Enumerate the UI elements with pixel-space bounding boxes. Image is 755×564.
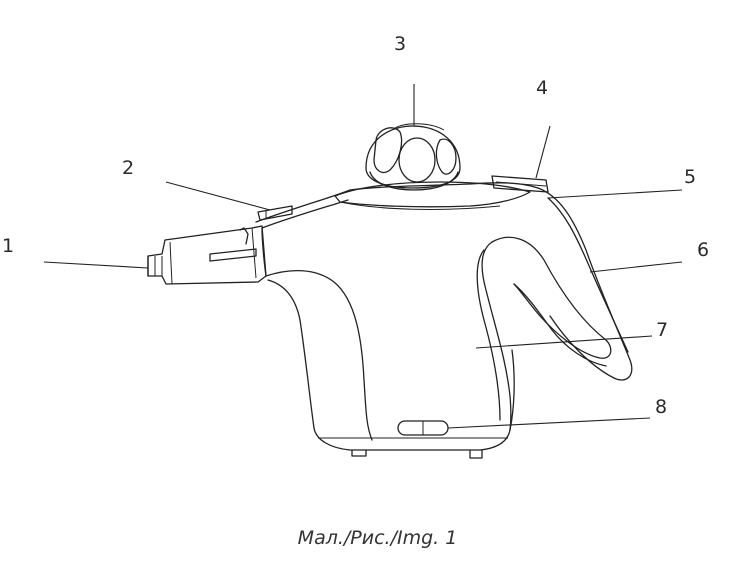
- leader-1: [43, 261, 149, 269]
- leader-7: [475, 335, 653, 349]
- leader-8: [447, 417, 651, 429]
- callout-3: 3: [394, 33, 406, 55]
- indicator-light: [397, 420, 449, 436]
- callout-labels: 1 2 3 4 5 6 7 8: [2, 33, 709, 418]
- figure-caption: Мал./Рис./Img. 1: [297, 527, 458, 549]
- callout-2: 2: [122, 157, 134, 179]
- leader-2: [165, 181, 271, 211]
- nozzle: [147, 225, 267, 285]
- leader-6: [589, 261, 683, 273]
- lock-button: [491, 175, 549, 193]
- callout-5: 5: [684, 166, 696, 188]
- callout-1: 1: [2, 235, 14, 257]
- callout-6: 6: [697, 239, 709, 261]
- callout-7: 7: [656, 319, 668, 341]
- main-body: [255, 181, 633, 459]
- callout-4: 4: [536, 77, 548, 99]
- leader-5: [547, 189, 683, 199]
- callout-8: 8: [655, 396, 667, 418]
- steam-switch: [257, 205, 293, 221]
- leader-lines: [43, 84, 683, 429]
- leader-4: [535, 125, 551, 179]
- safety-cap: [365, 123, 461, 191]
